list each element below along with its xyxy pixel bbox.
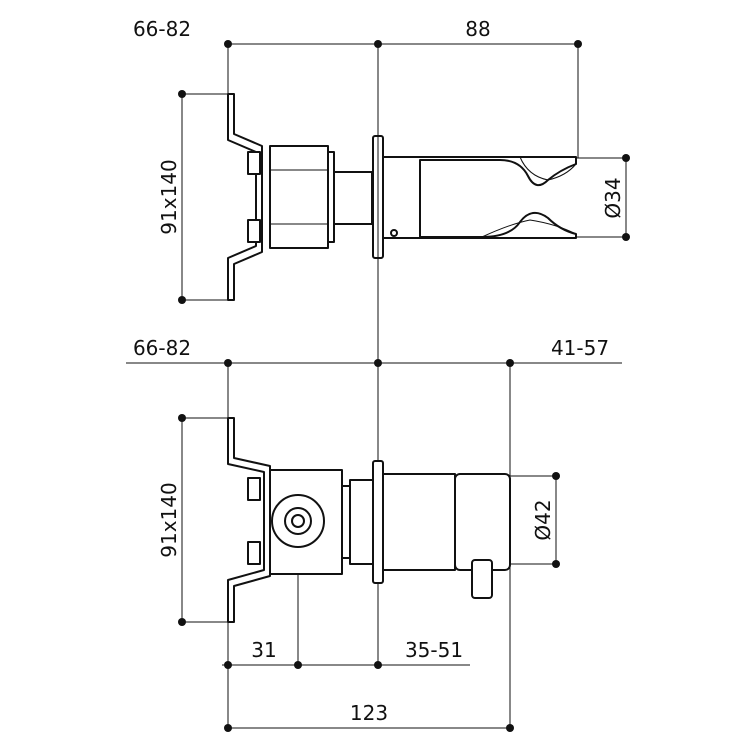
body-flange — [341, 485, 351, 559]
top-diameter-label: Ø34 — [601, 177, 625, 218]
valve-body — [269, 145, 329, 249]
spout-contour — [519, 156, 577, 181]
wall-plate — [372, 460, 384, 584]
spout — [382, 156, 577, 239]
offset-label: 31 — [251, 638, 276, 662]
bottom-depth-label: 66-82 — [133, 336, 191, 360]
top-height-label: 91x140 — [157, 159, 181, 234]
extension-label: 35-51 — [405, 638, 463, 662]
dimension-dot — [622, 233, 630, 241]
top-view: 66-82 88 91x140 — [133, 17, 630, 304]
screw-head — [247, 477, 261, 501]
dimension-dot — [224, 661, 232, 669]
top-length-label: 88 — [465, 17, 490, 41]
dimension-dot — [294, 661, 302, 669]
total-label: 123 — [350, 701, 388, 725]
screw-head — [247, 541, 261, 565]
bottom-diameter-label: Ø42 — [531, 499, 555, 540]
bottom-view: 66-82 41-57 91x140 — [126, 336, 622, 732]
dimension-dot — [552, 472, 560, 480]
connector-sleeve — [333, 171, 373, 225]
set-screw — [390, 229, 398, 237]
bottom-length-label: 41-57 — [551, 336, 609, 360]
dimension-dot — [552, 560, 560, 568]
handle-cap — [454, 473, 511, 571]
handle-body — [382, 473, 456, 571]
spout-contour — [481, 219, 577, 238]
handle-lever — [471, 559, 493, 599]
bottom-height-label: 91x140 — [157, 482, 181, 557]
mounting-bracket — [227, 93, 263, 301]
inlet-port-core — [291, 514, 305, 528]
screw-head — [247, 151, 261, 175]
dimension-dot — [374, 661, 382, 669]
screw-head — [247, 219, 261, 243]
mounting-bracket — [227, 417, 271, 623]
dimension-dot — [374, 359, 382, 367]
dimension-dot — [224, 724, 232, 732]
top-depth-label: 66-82 — [133, 17, 191, 41]
connector-sleeve — [349, 479, 375, 565]
dimension-dot — [622, 154, 630, 162]
dimension-dot — [506, 724, 514, 732]
